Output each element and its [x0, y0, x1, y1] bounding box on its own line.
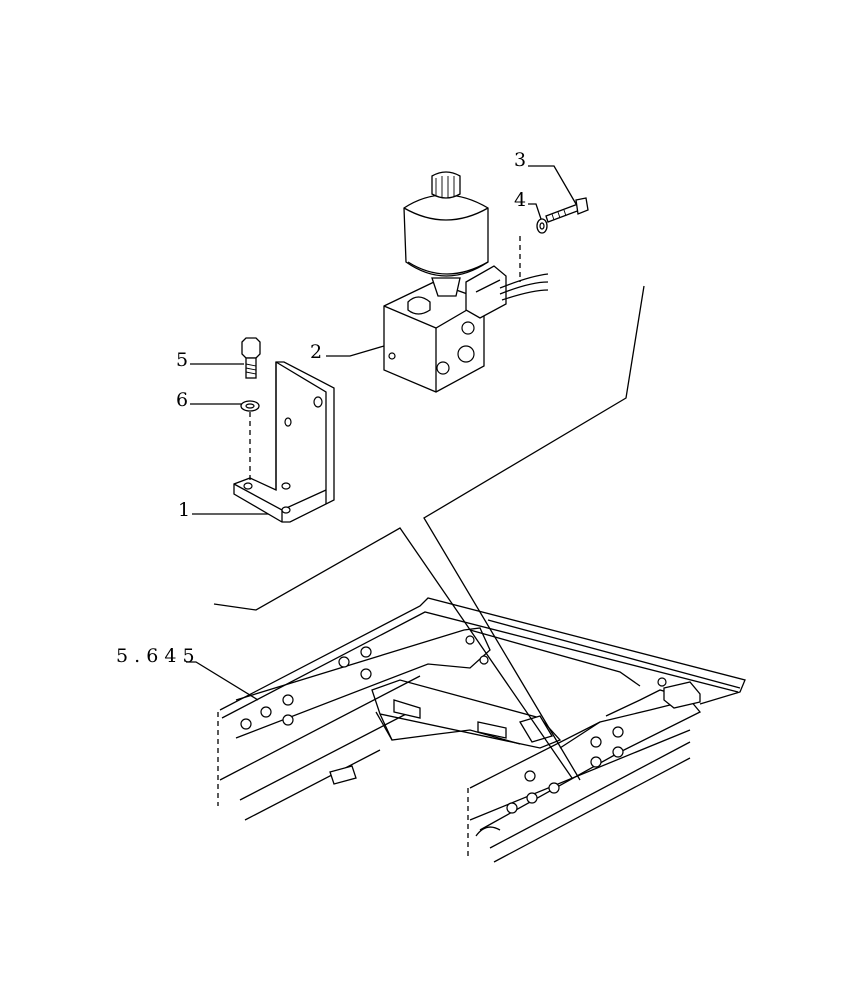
callout-item-6: 6 [176, 389, 188, 411]
leader-item3 [528, 165, 577, 205]
bolt-and-washer [240, 337, 261, 482]
callout-item-5: 5 [176, 349, 188, 371]
callout-item-3: 3 [514, 149, 526, 171]
leader-item4 [528, 203, 543, 223]
mounting-bracket [233, 361, 335, 523]
leader-lines [186, 165, 645, 781]
leader-item2 [326, 345, 385, 357]
callout-item-1: 1 [178, 499, 190, 521]
location-leader-left [213, 527, 573, 779]
callout-item-4: 4 [514, 189, 526, 211]
chassis-frame [217, 597, 746, 863]
leader-reference [186, 661, 259, 701]
callout-item-2: 2 [310, 341, 322, 363]
screw-and-washer [536, 197, 589, 234]
location-leader-right [423, 285, 645, 781]
solenoid-valve [383, 171, 549, 393]
callout-reference: 5 . 6 4 5 [116, 645, 195, 667]
